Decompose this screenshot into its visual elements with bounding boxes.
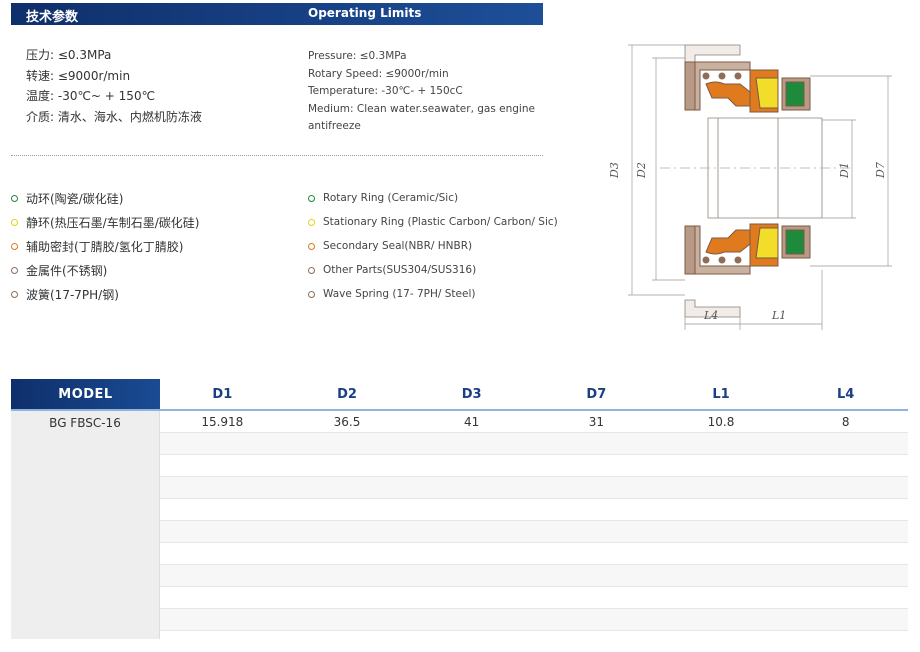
dotted-divider xyxy=(11,155,543,156)
material-dot-icon xyxy=(11,194,18,202)
limit-line: Pressure: ≤0.3MPa xyxy=(308,50,407,62)
operating-limits-cn: 压力: ≤0.3MPa 转速: ≤9000r/min 温度: -30℃~ + 1… xyxy=(26,45,202,127)
limit-line: 转速: ≤9000r/min xyxy=(26,68,131,83)
material-item: 辅助密封(丁腈胶/氢化丁腈胶) xyxy=(11,234,199,258)
material-item: 波簧(17-7PH/钢) xyxy=(11,282,199,306)
material-dot-icon xyxy=(11,218,18,226)
material-dot-icon xyxy=(308,266,315,274)
model-column-header: MODEL xyxy=(11,379,160,409)
material-dot-icon xyxy=(11,290,18,298)
table-row-empty xyxy=(160,609,908,631)
table-row-empty xyxy=(160,433,908,455)
column-header-d1: D1 xyxy=(212,386,233,402)
column-header-d2: D2 xyxy=(337,386,357,402)
column-header-d3: D3 xyxy=(461,386,482,402)
material-dot-icon xyxy=(308,242,315,250)
material-dot-icon xyxy=(308,194,315,202)
table-row-empty xyxy=(160,587,908,609)
model-spec-table: MODEL D1 D2 D3 D7 L1 L4 BG FBSC-16 15.91… xyxy=(11,379,908,639)
table-cell: 15.918 xyxy=(201,414,244,429)
cn-section-title: 技术参数 xyxy=(26,10,79,25)
table-row-empty xyxy=(160,543,908,565)
materials-list-en: Rotary Ring (Ceramic/Sic) Stationary Rin… xyxy=(308,186,558,306)
column-header-d7: D7 xyxy=(586,386,607,402)
material-item: 静环(热压石墨/车制石墨/碳化硅) xyxy=(11,210,199,234)
table-cell: 10.8 xyxy=(707,414,735,429)
model-cell: BG FBSC-16 xyxy=(49,415,121,430)
dim-label-d1: D1 xyxy=(838,162,851,179)
model-column: BG FBSC-16 xyxy=(11,411,160,639)
table-body: BG FBSC-16 15.918 36.5 41 31 10.8 8 xyxy=(11,411,908,639)
column-header-l1: L1 xyxy=(712,386,730,402)
limit-line: 介质: 清水、海水、内燃机防冻液 xyxy=(26,109,202,124)
limit-line: Rotary Speed: ≤9000r/min xyxy=(308,67,449,80)
material-item: Wave Spring (17- 7PH/ Steel) xyxy=(308,282,558,306)
material-dot-icon xyxy=(308,290,315,298)
table-row-empty xyxy=(160,499,908,521)
limit-line: antifreeze xyxy=(308,120,361,132)
limit-line: 压力: ≤0.3MPa xyxy=(26,48,112,62)
limit-line: Temperature: -30℃- + 150cC xyxy=(308,85,463,97)
material-item: 动环(陶瓷/碳化硅) xyxy=(11,186,199,210)
dim-label-d7: D7 xyxy=(874,162,887,179)
dim-label-l4: L4 xyxy=(703,309,718,322)
material-dot-icon xyxy=(11,242,18,250)
table-cell: 8 xyxy=(841,414,850,429)
header-bar xyxy=(11,3,543,25)
material-item: Rotary Ring (Ceramic/Sic) xyxy=(308,186,558,210)
table-row-empty xyxy=(160,521,908,543)
table-row-empty xyxy=(160,477,908,499)
material-dot-icon xyxy=(308,218,315,226)
material-item: 金属件(不锈钢) xyxy=(11,258,199,282)
dim-label-d2: D2 xyxy=(635,162,648,179)
operating-limits-en: Pressure: ≤0.3MPa Rotary Speed: ≤9000r/m… xyxy=(308,48,535,136)
limit-line: Medium: Clean water.seawater, gas engine xyxy=(308,102,535,115)
en-section-title: Operating Limits xyxy=(308,6,422,20)
table-cell: 36.5 xyxy=(333,414,361,429)
table-row-empty xyxy=(160,565,908,587)
material-item: Stationary Ring (Plastic Carbon/ Carbon/… xyxy=(308,210,558,234)
seal-cross-section-drawing: D3 D2 D1 D7 L4 L1 xyxy=(608,44,892,330)
table-row-empty xyxy=(160,455,908,477)
limit-line: 温度: -30℃~ + 150℃ xyxy=(26,89,156,103)
table-header-row: MODEL D1 D2 D3 D7 L1 L4 xyxy=(11,379,908,411)
material-item: Secondary Seal(NBR/ HNBR) xyxy=(308,234,558,258)
material-item: Other Parts(SUS304/SUS316) xyxy=(308,258,558,282)
column-header-l4: L4 xyxy=(837,386,855,402)
table-row: 15.918 36.5 41 31 10.8 8 xyxy=(160,411,908,433)
table-cell: 41 xyxy=(464,414,480,429)
table-data-area: 15.918 36.5 41 31 10.8 8 xyxy=(160,411,908,639)
dim-label-d3: D3 xyxy=(608,162,621,179)
material-dot-icon xyxy=(11,266,18,274)
dim-label-l1: L1 xyxy=(771,309,786,322)
table-cell: 31 xyxy=(588,414,604,429)
materials-list-cn: 动环(陶瓷/碳化硅) 静环(热压石墨/车制石墨/碳化硅) 辅助密封(丁腈胶/氢化… xyxy=(11,186,199,306)
